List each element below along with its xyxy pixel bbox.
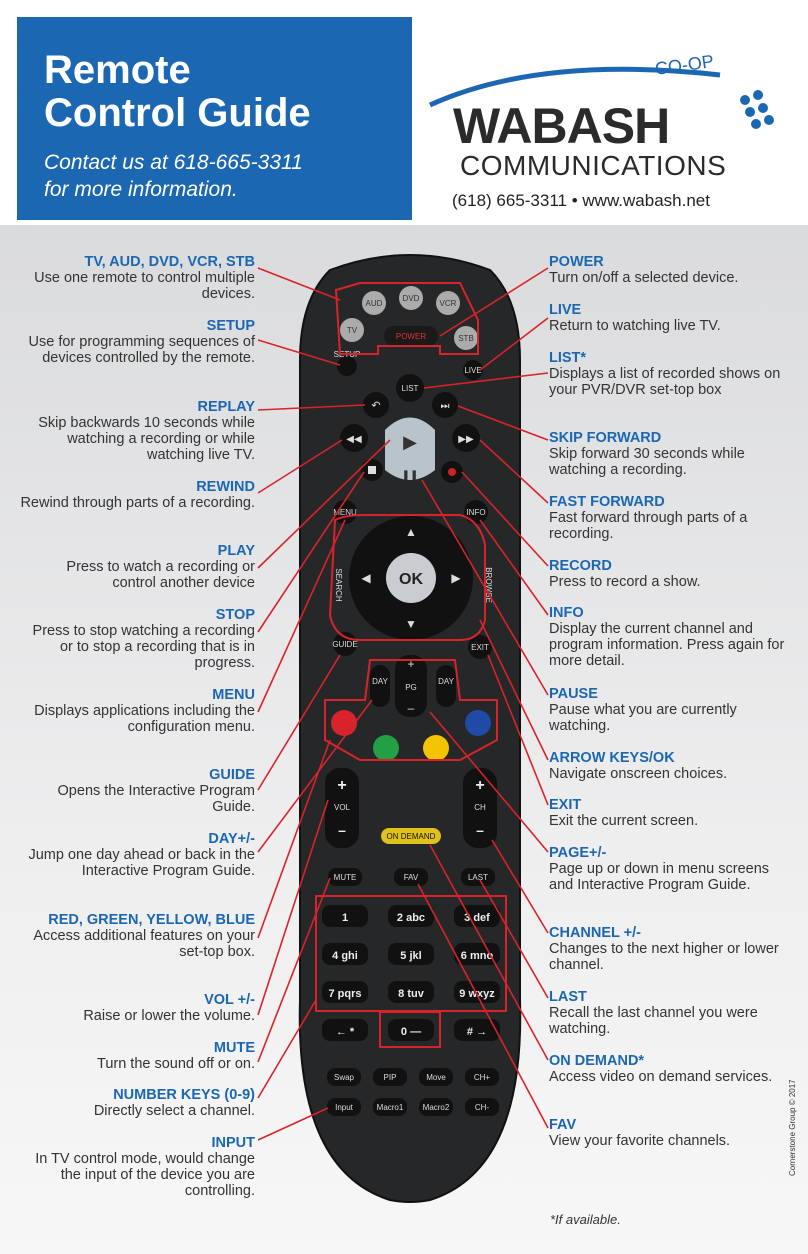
svg-text:–: – (338, 822, 346, 838)
svg-text:# →: # → (467, 1026, 487, 1038)
wabash-logo: CO-OP WABASH COMMUNICATIONS (420, 45, 790, 195)
svg-text:LAST: LAST (468, 873, 488, 882)
label-day: DAY+/-Jump one day ahead or back in the … (28, 831, 255, 879)
svg-text:2 abc: 2 abc (397, 912, 425, 924)
svg-text:Move: Move (426, 1073, 446, 1082)
svg-text:+: + (337, 777, 346, 794)
svg-text:Input: Input (335, 1103, 354, 1112)
svg-text:MENU: MENU (333, 508, 357, 517)
svg-text:PG: PG (405, 683, 417, 692)
svg-text:STB: STB (458, 334, 474, 343)
svg-text:1: 1 (342, 912, 348, 924)
svg-text:CH+: CH+ (474, 1073, 491, 1082)
svg-text:↶: ↶ (371, 400, 380, 412)
svg-text:ON DEMAND: ON DEMAND (387, 832, 436, 841)
logo-subtext: COMMUNICATIONS (460, 150, 727, 181)
svg-text:DVD: DVD (403, 294, 420, 303)
svg-text:← *: ← * (336, 1026, 355, 1038)
svg-text:▼: ▼ (405, 617, 417, 631)
svg-text:⏭: ⏭ (441, 401, 450, 412)
svg-text:MUTE: MUTE (334, 873, 357, 882)
svg-text:PIP: PIP (384, 1073, 397, 1082)
svg-text:GUIDE: GUIDE (332, 640, 357, 649)
label-channel: CHANNEL +/-Changes to the next higher or… (549, 925, 779, 973)
svg-text:8 tuv: 8 tuv (398, 988, 425, 1000)
svg-text:4 ghi: 4 ghi (332, 950, 358, 962)
label-page: PAGE+/-Page up or down in menu screens a… (549, 845, 770, 893)
svg-text:INFO: INFO (466, 508, 485, 517)
svg-text:AUD: AUD (366, 299, 383, 308)
svg-text:7 pqrs: 7 pqrs (328, 988, 361, 1000)
svg-text:VOL: VOL (334, 803, 351, 812)
svg-text:0 —: 0 — (401, 1026, 421, 1038)
label-number-keys: NUMBER KEYS (0-9)Directly select a chann… (93, 1087, 255, 1119)
svg-text:OK: OK (399, 571, 423, 588)
svg-text:BROWSE: BROWSE (484, 567, 493, 603)
svg-text:▲: ▲ (405, 525, 417, 539)
svg-text:◀: ◀ (361, 571, 371, 585)
svg-text:3 def: 3 def (464, 912, 490, 924)
label-list: LIST*Displays a list of recorded shows o… (549, 350, 781, 398)
svg-text:LIVE: LIVE (464, 366, 481, 375)
svg-text:EXIT: EXIT (471, 643, 489, 652)
logo-wordmark: WABASH (453, 98, 670, 154)
svg-text:CH: CH (474, 803, 486, 812)
svg-text:DAY: DAY (372, 677, 389, 686)
svg-text:Macro2: Macro2 (423, 1103, 450, 1112)
svg-text:▶▶: ▶▶ (458, 434, 474, 445)
svg-text:FAV: FAV (404, 873, 419, 882)
svg-text:6 mno: 6 mno (461, 950, 494, 962)
svg-text:DAY: DAY (438, 677, 455, 686)
svg-text:Macro1: Macro1 (377, 1103, 404, 1112)
svg-text:5 jkl: 5 jkl (400, 950, 421, 962)
svg-text:+: + (407, 657, 414, 671)
copyright-credit: Cornerstone Group © 2017 (788, 1079, 797, 1176)
footnote: *If available. (550, 1212, 621, 1227)
logo-swoosh (428, 66, 774, 129)
svg-text:–: – (476, 822, 484, 838)
svg-text:LIST: LIST (402, 384, 419, 393)
svg-text:TV: TV (347, 326, 358, 335)
svg-text:SEARCH: SEARCH (334, 568, 343, 602)
svg-text:▶: ▶ (451, 571, 461, 585)
contact-info: (618) 665-3311 • www.wabash.net (452, 191, 710, 210)
svg-text:VCR: VCR (440, 299, 457, 308)
svg-text:–: – (408, 701, 415, 715)
svg-text:Swap: Swap (334, 1073, 355, 1082)
svg-text:POWER: POWER (396, 332, 426, 341)
svg-text:CH-: CH- (475, 1103, 490, 1112)
svg-text:+: + (475, 777, 484, 794)
label-vol: VOL +/-Raise or lower the volume. (83, 992, 255, 1024)
svg-text:◀◀: ◀◀ (346, 434, 362, 445)
label-on-demand: ON DEMAND*Access video on demand service… (549, 1053, 773, 1085)
svg-text:❚❚: ❚❚ (402, 470, 419, 481)
svg-text:▶: ▶ (403, 432, 417, 452)
